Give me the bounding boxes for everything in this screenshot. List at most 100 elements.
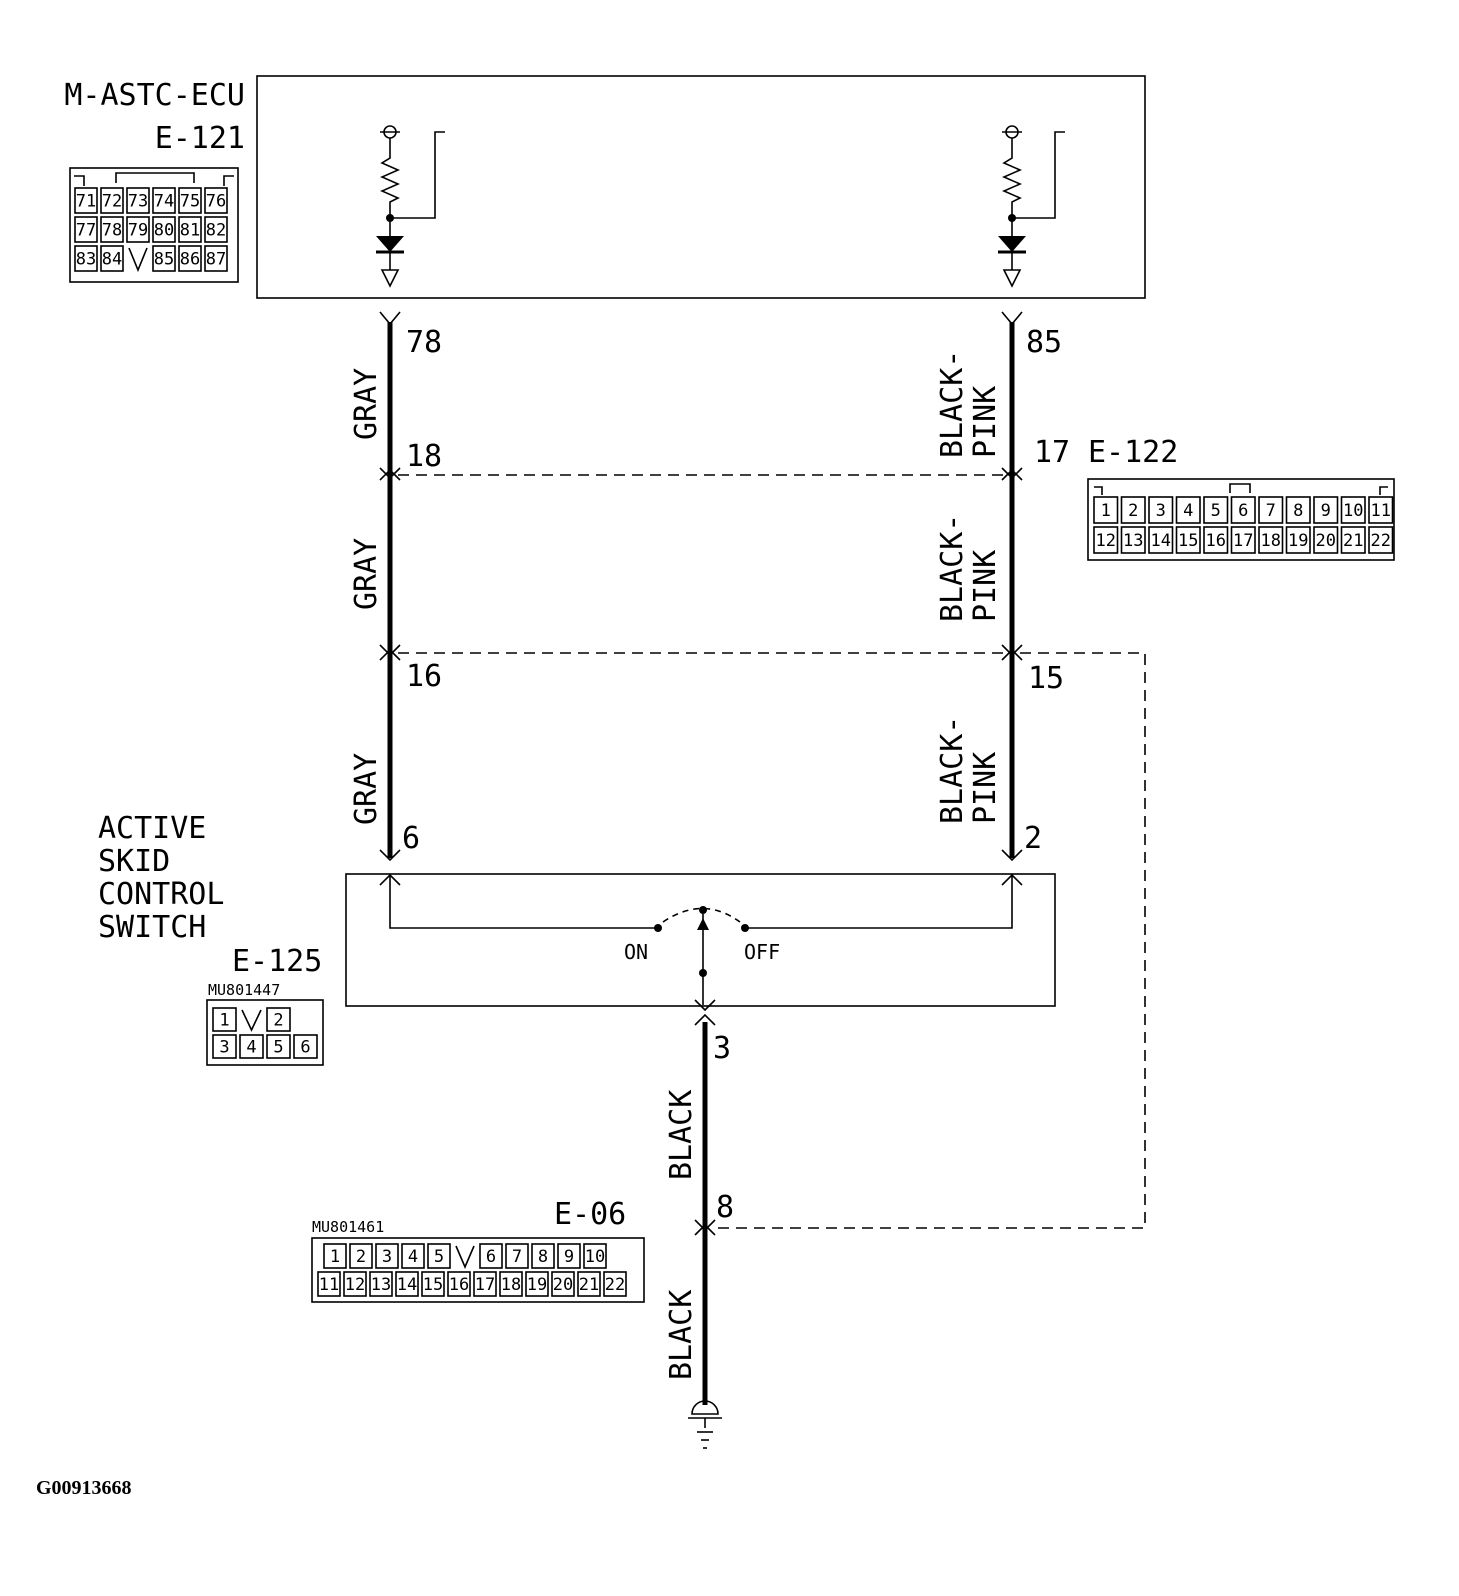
e122-pin-cell	[1120, 496, 1146, 524]
e122-pin-cell	[1175, 526, 1201, 554]
e122-pin-label: 20	[1316, 531, 1336, 551]
wire-label-gray-1: GRAY	[349, 368, 384, 440]
e06-key-mark	[455, 1245, 475, 1270]
wire-label-black-pink-1b: PINK	[968, 386, 1003, 458]
e122-pin-label: 8	[1293, 501, 1303, 521]
e122-pin-cell	[1258, 496, 1284, 524]
wire-label-black-2: BLACK	[664, 1290, 699, 1380]
pin-15: 15	[1028, 661, 1064, 696]
e122-pin-cell	[1120, 526, 1146, 554]
e06-pin-cell	[375, 1243, 399, 1269]
e122-pin-cell	[1230, 526, 1256, 554]
ecu-name: M-ASTC-ECU	[64, 78, 245, 113]
switch-name-line-3: CONTROL	[98, 877, 224, 912]
switch-internal	[389, 875, 1013, 1005]
e06-pin-cell	[531, 1243, 555, 1269]
pin-3: 3	[713, 1031, 731, 1066]
e06-pin-label: 6	[486, 1247, 496, 1267]
e121-pin-cell	[178, 216, 202, 243]
e06-pin-label: 20	[553, 1275, 573, 1295]
e121-pin-cell	[100, 216, 124, 243]
e122-pin-cell	[1148, 496, 1174, 524]
e06-pin-label: 11	[319, 1275, 339, 1295]
e122-pin-label: 1	[1101, 501, 1111, 521]
ecu-internal-circuit-right	[998, 125, 1065, 288]
e121-pin-cell	[204, 216, 228, 243]
e121-pin-cell	[152, 245, 176, 272]
e06-pin-cell	[447, 1271, 471, 1297]
e125-pin-label: 2	[273, 1011, 283, 1031]
e121-pin-label: 73	[128, 192, 148, 212]
e06-pin-label: 5	[434, 1247, 444, 1267]
e121-pin-cell	[178, 245, 202, 272]
e06-pin-label: 9	[564, 1247, 574, 1267]
e121-pin-cell	[152, 216, 176, 243]
e06-pin-cell	[479, 1243, 503, 1269]
e122-pin-cell	[1368, 526, 1394, 554]
wire-label-gray-3: GRAY	[349, 753, 384, 825]
ecu-internal-circuit-left	[376, 125, 445, 288]
e121-pin-label: 86	[180, 250, 200, 270]
e121-pin-label: 84	[102, 250, 122, 270]
e122-pin-cell	[1175, 496, 1201, 524]
e125-pin-cell	[212, 1034, 237, 1059]
pin-16: 16	[406, 659, 442, 694]
e06-pin-cell	[577, 1271, 601, 1297]
switch-box	[345, 873, 1056, 1007]
e121-pin-label: 75	[180, 192, 200, 212]
e125-pin-label: 3	[219, 1038, 229, 1058]
e06-pin-label: 15	[423, 1275, 443, 1295]
e122-pin-label: 13	[1123, 531, 1143, 551]
e06-pin-label: 14	[397, 1275, 417, 1295]
e121-pin-cell	[100, 245, 124, 272]
e06-id: E-06	[554, 1197, 626, 1232]
e06-dashed-link	[712, 652, 1146, 1229]
e121-pin-cell	[74, 187, 98, 214]
e125-pin-label: 6	[300, 1038, 310, 1058]
e122-pin-label: 21	[1343, 531, 1363, 551]
e125-pin-label: 5	[273, 1038, 283, 1058]
e122-pin-cell	[1203, 526, 1229, 554]
e06-pin-label: 18	[501, 1275, 521, 1295]
e122-pin-label: 12	[1096, 531, 1116, 551]
e122-pin-cell	[1230, 496, 1256, 524]
e122-pin-cell	[1258, 526, 1284, 554]
e06-pin-cell	[551, 1271, 575, 1297]
pin-18: 18	[406, 439, 442, 474]
e06-pin-label: 10	[585, 1247, 605, 1267]
e121-pin-cell	[178, 187, 202, 214]
e121-pin-label: 85	[154, 250, 174, 270]
e122-pin-label: 14	[1151, 531, 1171, 551]
e121-pin-label: 81	[180, 221, 200, 241]
e06-pin-label: 12	[345, 1275, 365, 1295]
e122-pin-cell	[1093, 496, 1119, 524]
e121-pin-label: 79	[128, 221, 148, 241]
e122-pin-label: 22	[1371, 531, 1391, 551]
switch-name-line-1: ACTIVE	[98, 811, 206, 846]
e125-pin-cell	[293, 1034, 318, 1059]
e121-pin-label: 76	[206, 192, 226, 212]
wire-label-black-pink-2b: PINK	[968, 550, 1003, 622]
e06-pin-cell	[499, 1271, 523, 1297]
e125-pin-cell	[212, 1007, 237, 1032]
ecu-connector-id: E-121	[155, 121, 245, 156]
ecu-box	[256, 75, 1146, 299]
e06-pin-label: 19	[527, 1275, 547, 1295]
e121-pin-label: 87	[206, 250, 226, 270]
e06-pin-cell	[349, 1243, 373, 1269]
e121-pin-cell	[74, 216, 98, 243]
e122-pin-cell	[1313, 496, 1339, 524]
e06-pin-label: 22	[605, 1275, 625, 1295]
e06-pin-label: 7	[512, 1247, 522, 1267]
switch-on-label: ON	[624, 940, 648, 964]
e125-part-number: MU801447	[208, 981, 280, 999]
e122-pin-cell	[1203, 496, 1229, 524]
pin-2: 2	[1024, 821, 1042, 856]
e122-pin-label: 2	[1128, 501, 1138, 521]
e06-pin-label: 21	[579, 1275, 599, 1295]
e121-key-mark	[128, 247, 148, 273]
e06-pin-label: 16	[449, 1275, 469, 1295]
e06-pin-cell	[401, 1243, 425, 1269]
